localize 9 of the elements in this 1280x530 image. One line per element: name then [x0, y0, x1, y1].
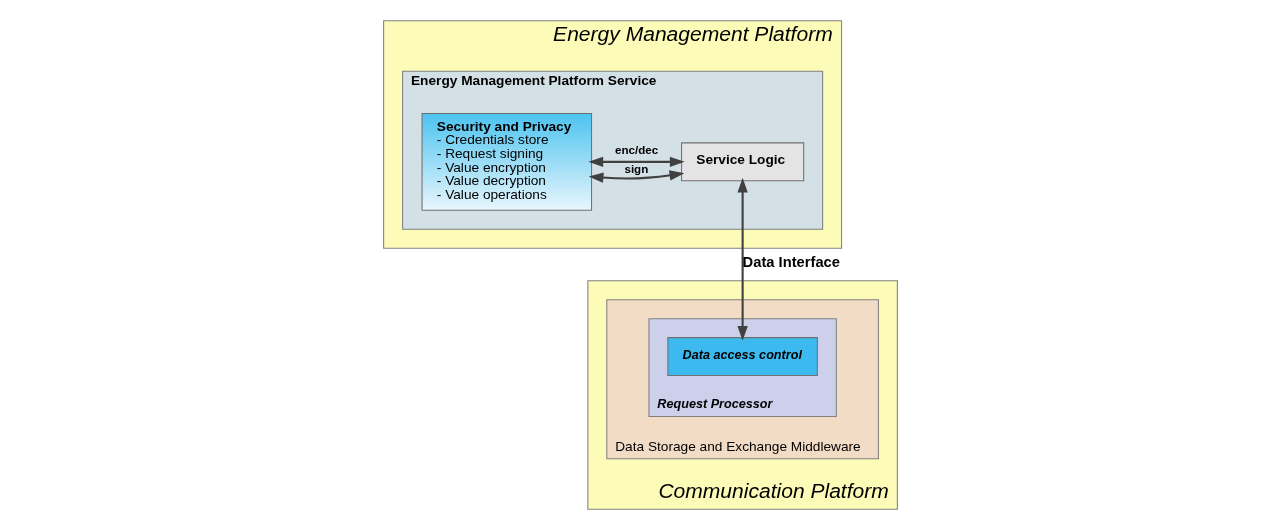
node-box: Service Logic: [680, 142, 804, 182]
edge-label: enc/dec: [614, 144, 658, 157]
node-box: Security and Privacy - Credentials store - Request signing - Value encryption - Value decryption - Value operations: [421, 112, 592, 211]
edge-label: Data Interface: [742, 254, 840, 271]
node-box: Data access control: [666, 337, 818, 377]
edge-label: sign: [623, 163, 648, 176]
arrow: [736, 177, 748, 341]
arrow: [588, 170, 684, 183]
arrow: [587, 156, 685, 167]
